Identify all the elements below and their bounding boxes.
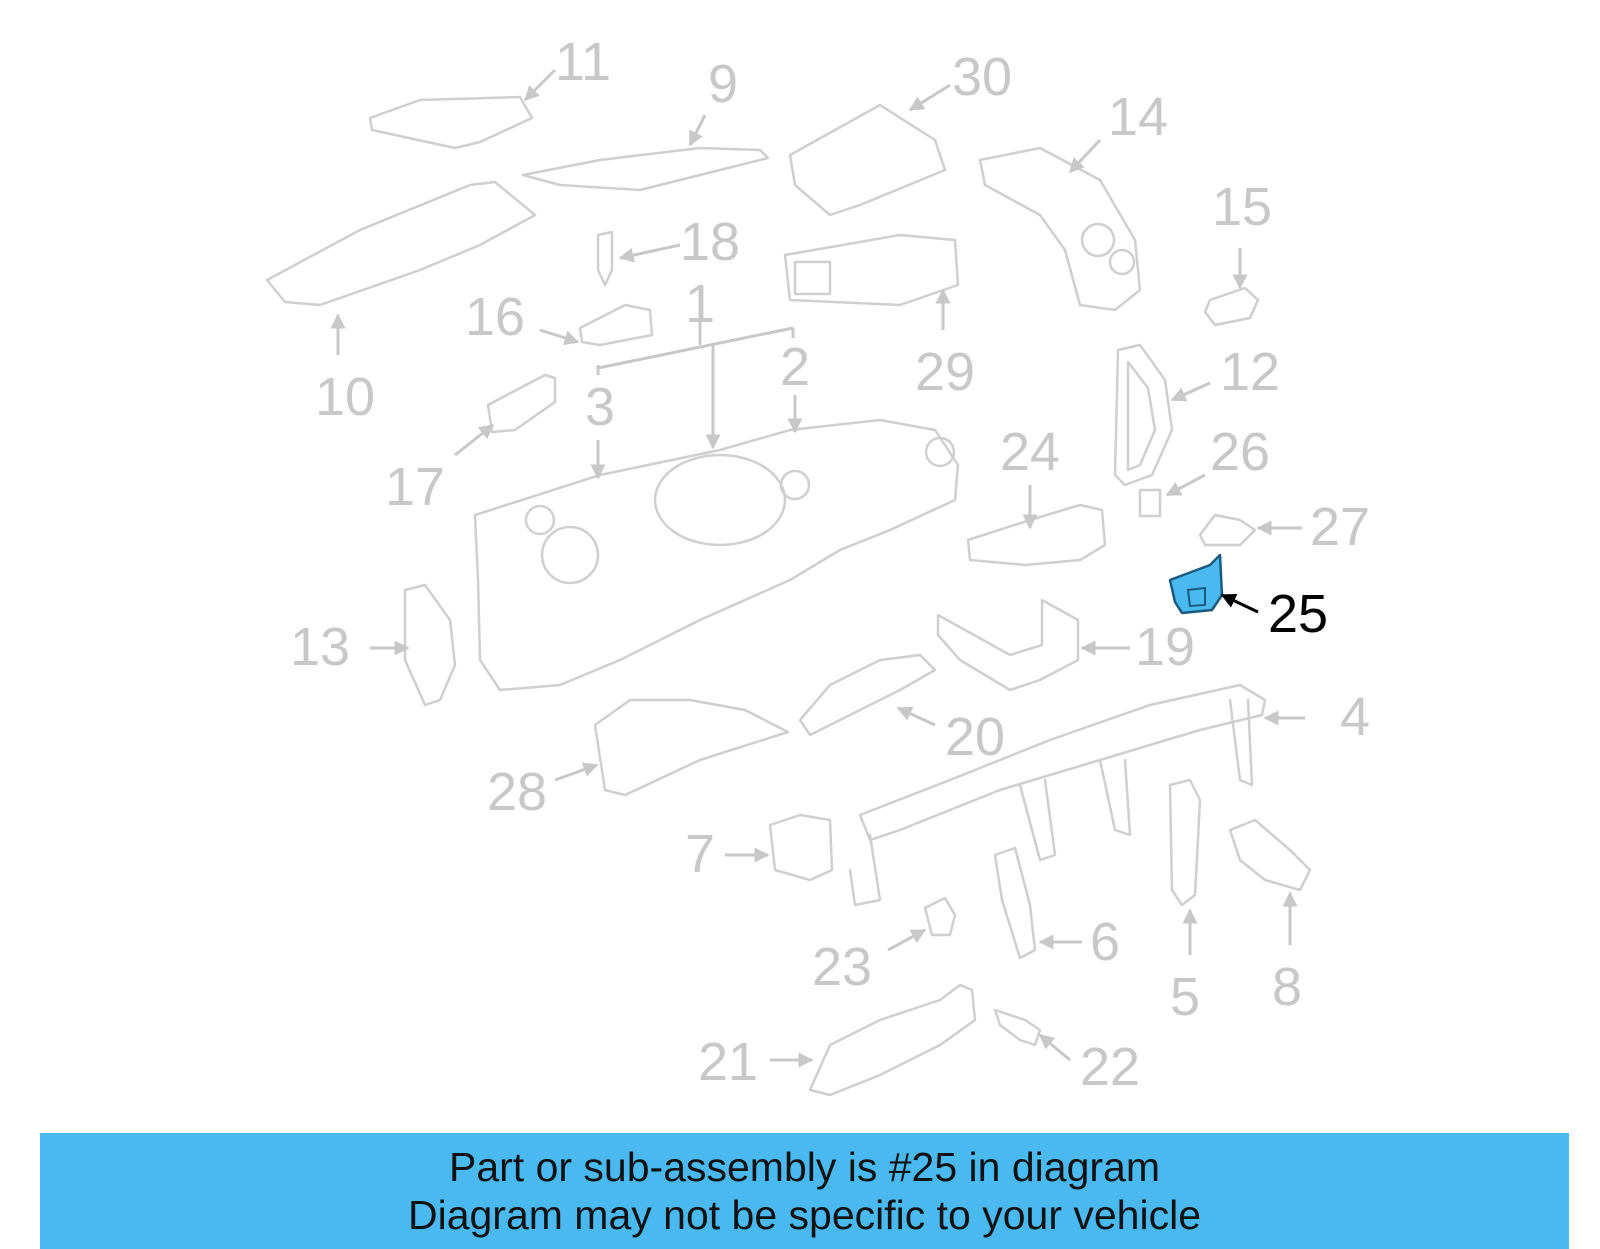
parts-diagram: 11 9 30 14 15 18 16 1 2 3 10 29 12 17 24… — [265, 32, 1370, 1097]
part-3-dashboard — [473, 418, 960, 692]
part-10-drawing — [265, 180, 537, 307]
part-4-beam — [858, 683, 1267, 842]
part-11-drawing — [368, 95, 534, 150]
callout-13: 13 — [290, 617, 350, 677]
callout-28: 28 — [487, 762, 547, 822]
callout-23: 23 — [812, 937, 872, 997]
callout-5: 5 — [1170, 967, 1200, 1027]
part-26-drawing — [1138, 488, 1162, 518]
callout-2: 2 — [780, 337, 810, 397]
part-13-drawing — [403, 583, 457, 707]
callout-7: 7 — [685, 824, 715, 884]
callout-29: 29 — [915, 342, 975, 402]
callout-labels: 11 9 30 14 15 18 16 1 2 3 10 29 12 17 24… — [290, 32, 1370, 1097]
callout-6: 6 — [1090, 912, 1120, 972]
callout-19: 19 — [1135, 617, 1195, 677]
part-14-drawing — [978, 146, 1142, 312]
part-7-drawing — [768, 813, 834, 882]
callout-27: 27 — [1310, 497, 1370, 557]
callout-10: 10 — [315, 367, 375, 427]
part-27-drawing — [1198, 513, 1257, 547]
callout-17: 17 — [385, 457, 445, 517]
callout-12: 12 — [1220, 342, 1280, 402]
part-4-bracket-right — [1228, 698, 1254, 787]
part-22-drawing — [993, 1008, 1042, 1047]
part-3-cluster-hood — [653, 453, 787, 547]
callout-9: 9 — [708, 54, 738, 114]
callout-20: 20 — [945, 707, 1005, 767]
part-30-drawing — [788, 103, 947, 217]
callout-14: 14 — [1108, 87, 1168, 147]
part-21-drawing — [808, 983, 977, 1097]
part-8-drawing — [1228, 818, 1312, 892]
part-14-vent-b — [1108, 248, 1136, 276]
callout-26: 26 — [1210, 422, 1270, 482]
part-23-drawing — [923, 896, 957, 937]
part-29-latch — [793, 260, 832, 296]
part-4-bracket-mid2 — [1018, 778, 1057, 862]
callout-22: 22 — [1080, 1037, 1140, 1097]
part-17-drawing — [486, 373, 557, 434]
part-12-inner — [1126, 360, 1157, 472]
callout-21: 21 — [698, 1032, 758, 1092]
part-12-drawing — [1113, 343, 1174, 487]
callout-4: 4 — [1340, 687, 1370, 747]
part-4-bracket-mid — [1098, 758, 1132, 837]
part-16-drawing — [578, 303, 654, 347]
part-20-drawing — [798, 653, 937, 737]
part-18-drawing — [596, 230, 614, 287]
callout-15: 15 — [1212, 177, 1272, 237]
part-3-vent-right — [924, 436, 956, 468]
callout-24: 24 — [1000, 422, 1060, 482]
part-28-drawing — [593, 698, 790, 797]
callout-3: 3 — [585, 377, 615, 437]
banner-part-line: Part or sub-assembly is #25 in diagram — [449, 1144, 1160, 1190]
banner-disclaimer-line: Diagram may not be specific to your vehi… — [407, 1192, 1201, 1238]
part-5-drawing — [1168, 778, 1202, 907]
part-14-vent-a — [1080, 222, 1116, 258]
callout-25: 25 — [1268, 584, 1328, 644]
callout-8: 8 — [1272, 957, 1302, 1017]
callout-11: 11 — [555, 32, 611, 92]
part-9-drawing — [521, 146, 770, 192]
callout-16: 16 — [465, 287, 525, 347]
leader-lines — [330, 68, 1305, 1068]
part-6-drawing — [993, 846, 1037, 960]
part-4-bracket-left — [848, 833, 882, 907]
part-3-speaker-left — [524, 504, 556, 536]
callout-18: 18 — [680, 212, 740, 272]
part-3-speaker-ring — [540, 525, 600, 585]
callout-1: 1 — [685, 274, 715, 334]
callout-30: 30 — [952, 47, 1012, 107]
part-29-drawing — [783, 233, 960, 307]
part-19-drawing — [936, 598, 1080, 692]
part-25-detail — [1186, 586, 1206, 608]
part-25-drawing — [1168, 553, 1224, 615]
part-15-drawing — [1203, 286, 1260, 327]
part-3-gauge — [779, 469, 811, 501]
info-banner: Part or sub-assembly is #25 in diagram D… — [40, 1133, 1569, 1249]
part-24-drawing — [966, 503, 1107, 567]
